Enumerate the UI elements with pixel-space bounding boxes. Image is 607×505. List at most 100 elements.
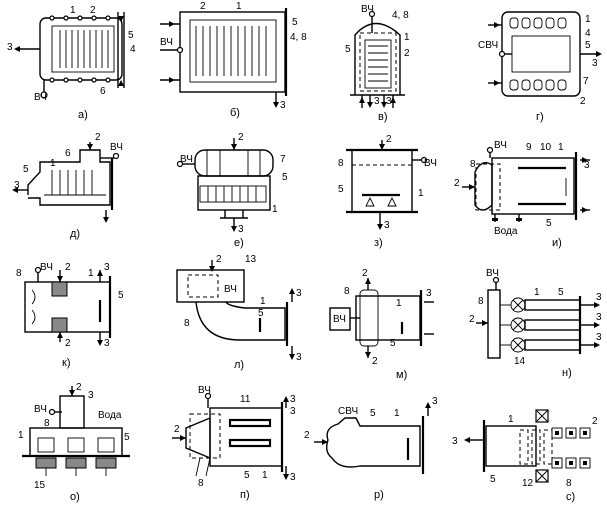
panel-e-caption: е): [234, 237, 244, 249]
panel-g-label-5: 5: [585, 40, 591, 51]
panel-i-label-voda: Вода: [494, 226, 518, 237]
panel-d-label-3: 3: [14, 180, 20, 191]
panel-a-label-3: 3: [7, 42, 13, 53]
panel-d-label-1: 1: [50, 158, 56, 169]
panel-s-label-8: 8: [566, 478, 572, 489]
panel-z-label-3: 3: [384, 220, 390, 231]
panel-b-label-5: 5: [292, 17, 298, 28]
panel-l-label-5: 5: [258, 308, 264, 319]
panel-b-label-1: 1: [236, 1, 242, 12]
panel-g-label-svch: СВЧ: [478, 40, 498, 51]
panel-r-label-3: 3: [432, 396, 438, 407]
panel-r-label-2: 2: [304, 430, 310, 441]
panel-n-caption: н): [562, 367, 572, 379]
panel-o-label-3: 3: [88, 390, 94, 401]
panel-b-caption: б): [230, 107, 240, 119]
panel-v-label-3b: 3: [386, 96, 392, 107]
panel-g-label-7: 7: [583, 76, 589, 87]
panel-n-label-3b: 3: [596, 312, 602, 323]
panel-l-caption: л): [234, 359, 244, 371]
panel-v-label-5: 5: [345, 44, 351, 55]
panel-s-label-2: 2: [592, 416, 598, 427]
panel-i-label-1: 1: [558, 142, 564, 153]
panel-g-label-3: 3: [592, 58, 598, 69]
panel-m-label-3: 3: [426, 288, 432, 299]
panel-m: 2 8 1 3 ВЧ 5 2 м): [329, 268, 434, 381]
panel-n-label-3a: 3: [596, 292, 602, 303]
panel-r-label-svch: СВЧ: [338, 406, 358, 417]
panel-k-label-3: 3: [104, 262, 110, 273]
panel-r: СВЧ 5 1 3 2 р): [304, 396, 438, 501]
panel-v-label-3a: 3: [374, 96, 380, 107]
panel-n-label-14: 14: [514, 356, 526, 367]
panel-z-label-5: 5: [338, 184, 344, 195]
panel-a-label-vch: ВЧ: [34, 92, 47, 103]
panel-e: 2 7 ВЧ 5 1 3 е): [176, 132, 288, 249]
panel-g-label-1: 1: [585, 14, 591, 25]
panel-n-label-5: 5: [558, 287, 564, 298]
panel-i: 8 ВЧ 9 10 1 3 2 5 Вода и): [454, 140, 590, 249]
panel-l-label-3: 3: [296, 288, 302, 299]
panel-g-label-4: 4: [585, 28, 591, 39]
panel-i-label-8: 8: [470, 159, 476, 170]
panel-s-label-5: 5: [490, 474, 496, 485]
panel-m-label-8: 8: [344, 286, 350, 297]
panel-p-label-3c: 3: [290, 472, 296, 483]
panel-p-label-8: 8: [198, 478, 204, 489]
panel-i-caption: и): [552, 237, 562, 249]
panel-i-label-2: 2: [454, 178, 460, 189]
panel-k-label-2b: 2: [65, 338, 71, 349]
panel-b-label-4-8: 4, 8: [290, 32, 307, 43]
panel-n-label-vch: ВЧ: [486, 268, 499, 279]
panel-k-label-3b: 3: [104, 338, 110, 349]
panel-o-caption: о): [70, 491, 80, 503]
panel-p-label-5: 5: [244, 470, 250, 481]
panel-o: 2 3 ВЧ 8 Вода 1 5 15 о): [18, 382, 130, 503]
panel-m-caption: м): [396, 369, 407, 381]
panel-z: 2 8 ВЧ 5 1 3 з): [338, 134, 437, 249]
panel-o-label-voda: Вода: [98, 410, 122, 421]
panel-v-label-vch: ВЧ: [361, 4, 374, 15]
panel-e-label-1: 1: [272, 204, 278, 215]
panel-k-label-vch: ВЧ: [40, 262, 53, 273]
panel-b-label-vch: ВЧ: [160, 37, 173, 48]
panel-a: ВЧ 1 2 3 5 4 6 а): [7, 5, 136, 121]
panel-k-label-2: 2: [65, 262, 71, 273]
panel-k-caption: к): [62, 357, 70, 369]
panel-p-label-vch: ВЧ: [198, 385, 211, 396]
panel-n-label-8: 8: [478, 296, 484, 307]
panel-p-caption: п): [240, 489, 250, 501]
panel-k-label-8: 8: [16, 268, 22, 279]
panel-d-label-2: 2: [95, 132, 101, 143]
panel-v-label-1: 1: [404, 32, 410, 43]
panel-n-label-2: 2: [469, 314, 475, 325]
panel-a-caption: а): [78, 109, 88, 121]
panel-l-label-3b: 3: [296, 352, 302, 363]
panel-l-label-2: 2: [216, 254, 222, 265]
panel-o-label-8: 8: [44, 418, 50, 429]
panel-m-label-5: 5: [390, 338, 396, 349]
panel-b: 2 1 5 4, 8 ВЧ 3 б): [160, 1, 307, 119]
panel-l-label-13: 13: [245, 254, 257, 265]
panel-r-caption: р): [374, 489, 384, 501]
panel-p-label-11: 11: [240, 394, 251, 405]
panel-k-label-5: 5: [118, 290, 124, 301]
panel-i-label-vch: ВЧ: [494, 140, 507, 151]
panel-s-label-1: 1: [508, 414, 514, 425]
panel-o-label-vch: ВЧ: [34, 404, 47, 415]
panel-m-label-2: 2: [362, 268, 368, 279]
panel-m-label-vch: ВЧ: [333, 314, 346, 325]
panel-b-label-2: 2: [200, 1, 206, 12]
panel-n: ВЧ 1 5 8 2 3 3 3 14 н): [469, 268, 602, 379]
panel-v-label-4-8: 4, 8: [392, 10, 409, 21]
panel-p: ВЧ 11 3 3 2 8 5 1 3 п): [172, 385, 296, 501]
panel-e-label-vch: ВЧ: [180, 154, 193, 165]
panel-z-label-vch: ВЧ: [424, 158, 437, 169]
panel-e-label-5: 5: [282, 172, 288, 183]
panel-o-label-2: 2: [76, 382, 82, 393]
panel-a-label-1: 1: [70, 5, 76, 16]
panel-g-caption: г): [536, 111, 544, 123]
panel-p-label-1: 1: [262, 470, 268, 481]
panel-v-label-2: 2: [404, 48, 410, 59]
